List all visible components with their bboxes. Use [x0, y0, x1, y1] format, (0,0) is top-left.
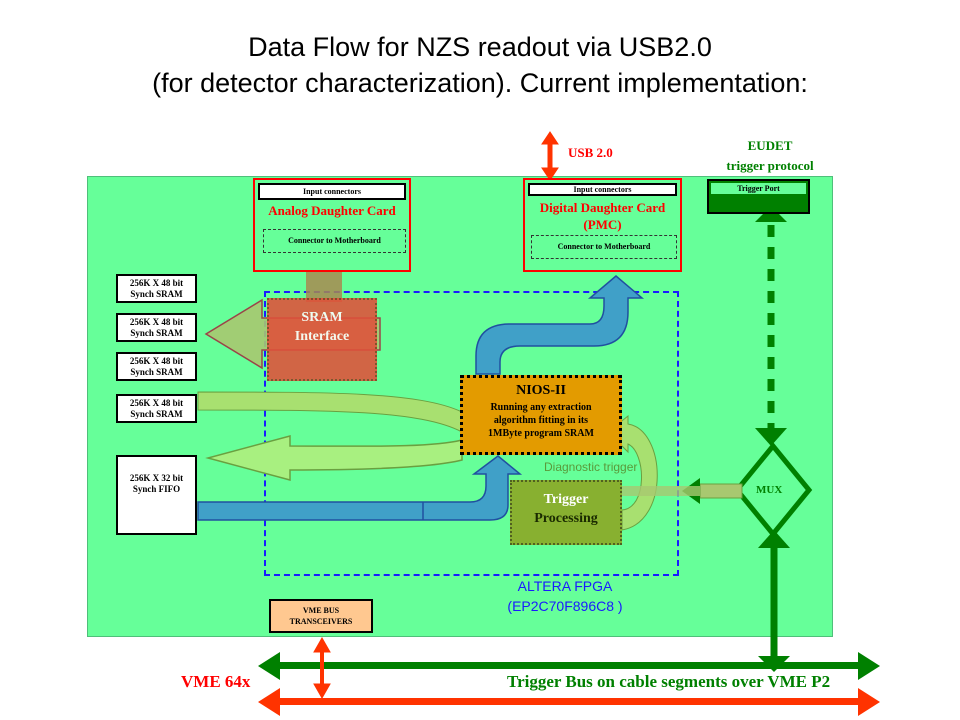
sram-chip-2-size: 256K X 48 bit	[129, 317, 184, 327]
analog-input-connectors: Input connectors	[258, 183, 406, 200]
mux-bus-link	[758, 530, 790, 672]
trigger-port-label: Trigger Port	[711, 183, 806, 194]
nios-to-digital-arrow	[475, 275, 645, 375]
fpga-part: (EP2C70F896C8 )	[507, 598, 623, 614]
analog-card-title: Analog Daughter Card	[268, 203, 396, 218]
fpga-region	[264, 291, 679, 576]
trigger-processing-line-2: Processing	[534, 511, 598, 526]
vme-transceivers-line-2: TRANSCEIVERS	[289, 617, 353, 626]
sram-interface-line-1: SRAM	[301, 310, 343, 325]
fpga-label: ALTERA FPGA (EP2C70F896C8 )	[490, 576, 640, 616]
title-line-1: Data Flow for NZS readout via USB2.0	[248, 32, 712, 62]
analog-daughter-card: Input connectors Analog Daughter Card Co…	[253, 178, 411, 272]
eudet-line-1: EUDET	[747, 138, 793, 153]
fifo-to-nios-arrow	[197, 455, 523, 521]
synch-fifo: 256K X 32 bit Synch FIFO	[116, 455, 197, 535]
mux-to-trigger-arrow	[622, 478, 743, 504]
sram-chip-4: 256K X 48 bit Synch SRAM	[116, 394, 197, 423]
trigger-port: Trigger Port	[707, 179, 810, 214]
sram-chip-3: 256K X 48 bit Synch SRAM	[116, 352, 197, 381]
fpga-name: ALTERA FPGA	[517, 578, 613, 594]
vme64x-label: VME 64x	[181, 672, 251, 691]
fifo-size: 256K X 32 bit	[129, 473, 184, 483]
analog-motherboard-connector: Connector to Motherboard	[263, 229, 406, 253]
nios-desc-2: algorithm fitting in its	[493, 415, 589, 426]
eudet-line-2: trigger protocol	[726, 158, 814, 173]
nios-desc-1: Running any extraction	[490, 402, 592, 413]
mux-label: MUX	[756, 484, 783, 496]
title-line-2: (for detector characterization). Current…	[152, 68, 808, 98]
diagnostic-trigger-label: Diagnostic trigger	[544, 460, 638, 474]
usb-label: USB 2.0	[568, 145, 613, 160]
eudet-label: EUDET trigger protocol	[700, 136, 840, 176]
sram-interface-line-2: Interface	[294, 329, 350, 344]
vme-transceiver-link	[313, 636, 331, 700]
digital-motherboard-connector: Connector to Motherboard	[531, 235, 677, 259]
digital-card-title-line-1: Digital Daughter Card	[539, 200, 666, 215]
trigger-port-link	[755, 206, 787, 446]
vme-bus-red	[258, 688, 880, 716]
sram-chip-1-type: Synch SRAM	[130, 289, 183, 299]
sram-chip-1: 256K X 48 bit Synch SRAM	[116, 274, 197, 303]
trigger-bus-label: Trigger Bus on cable segments over VME P…	[507, 672, 831, 691]
analog-to-sram-connector	[306, 268, 342, 302]
nios-title: NIOS-II	[516, 383, 566, 398]
nios-desc-3: 1MByte program SRAM	[488, 428, 594, 439]
usb-arrow	[541, 131, 559, 181]
vme-transceivers-line-1: VME BUS	[302, 606, 340, 615]
trigger-processing-line-1: Trigger	[543, 492, 589, 507]
fifo-type: Synch FIFO	[132, 484, 181, 494]
digital-input-connectors: Input connectors	[528, 183, 677, 196]
nios-ii-processor: NIOS-II Running any extraction algorithm…	[460, 375, 622, 455]
sram-interface: SRAM Interface	[267, 298, 377, 381]
sram-chip-3-type: Synch SRAM	[130, 367, 183, 377]
sram-chip-4-type: Synch SRAM	[130, 409, 183, 419]
trigger-processing: Trigger Processing	[510, 480, 622, 545]
sram-chip-2: 256K X 48 bit Synch SRAM	[116, 313, 197, 342]
sram-chip-4-size: 256K X 48 bit	[129, 398, 184, 408]
sram-to-nios-band	[197, 391, 463, 433]
sram-chip-3-size: 256K X 48 bit	[129, 356, 184, 366]
vme-bus-transceivers: VME BUS TRANSCEIVERS	[269, 599, 373, 633]
nios-to-fifo-band	[205, 435, 463, 481]
sram-chip-2-type: Synch SRAM	[130, 328, 183, 338]
digital-card-title-line-2: (PMC)	[583, 217, 622, 232]
trigger-bus-green	[258, 652, 880, 680]
digital-daughter-card: Input connectors Digital Daughter Card (…	[523, 178, 682, 272]
sram-chip-1-size: 256K X 48 bit	[129, 278, 184, 288]
